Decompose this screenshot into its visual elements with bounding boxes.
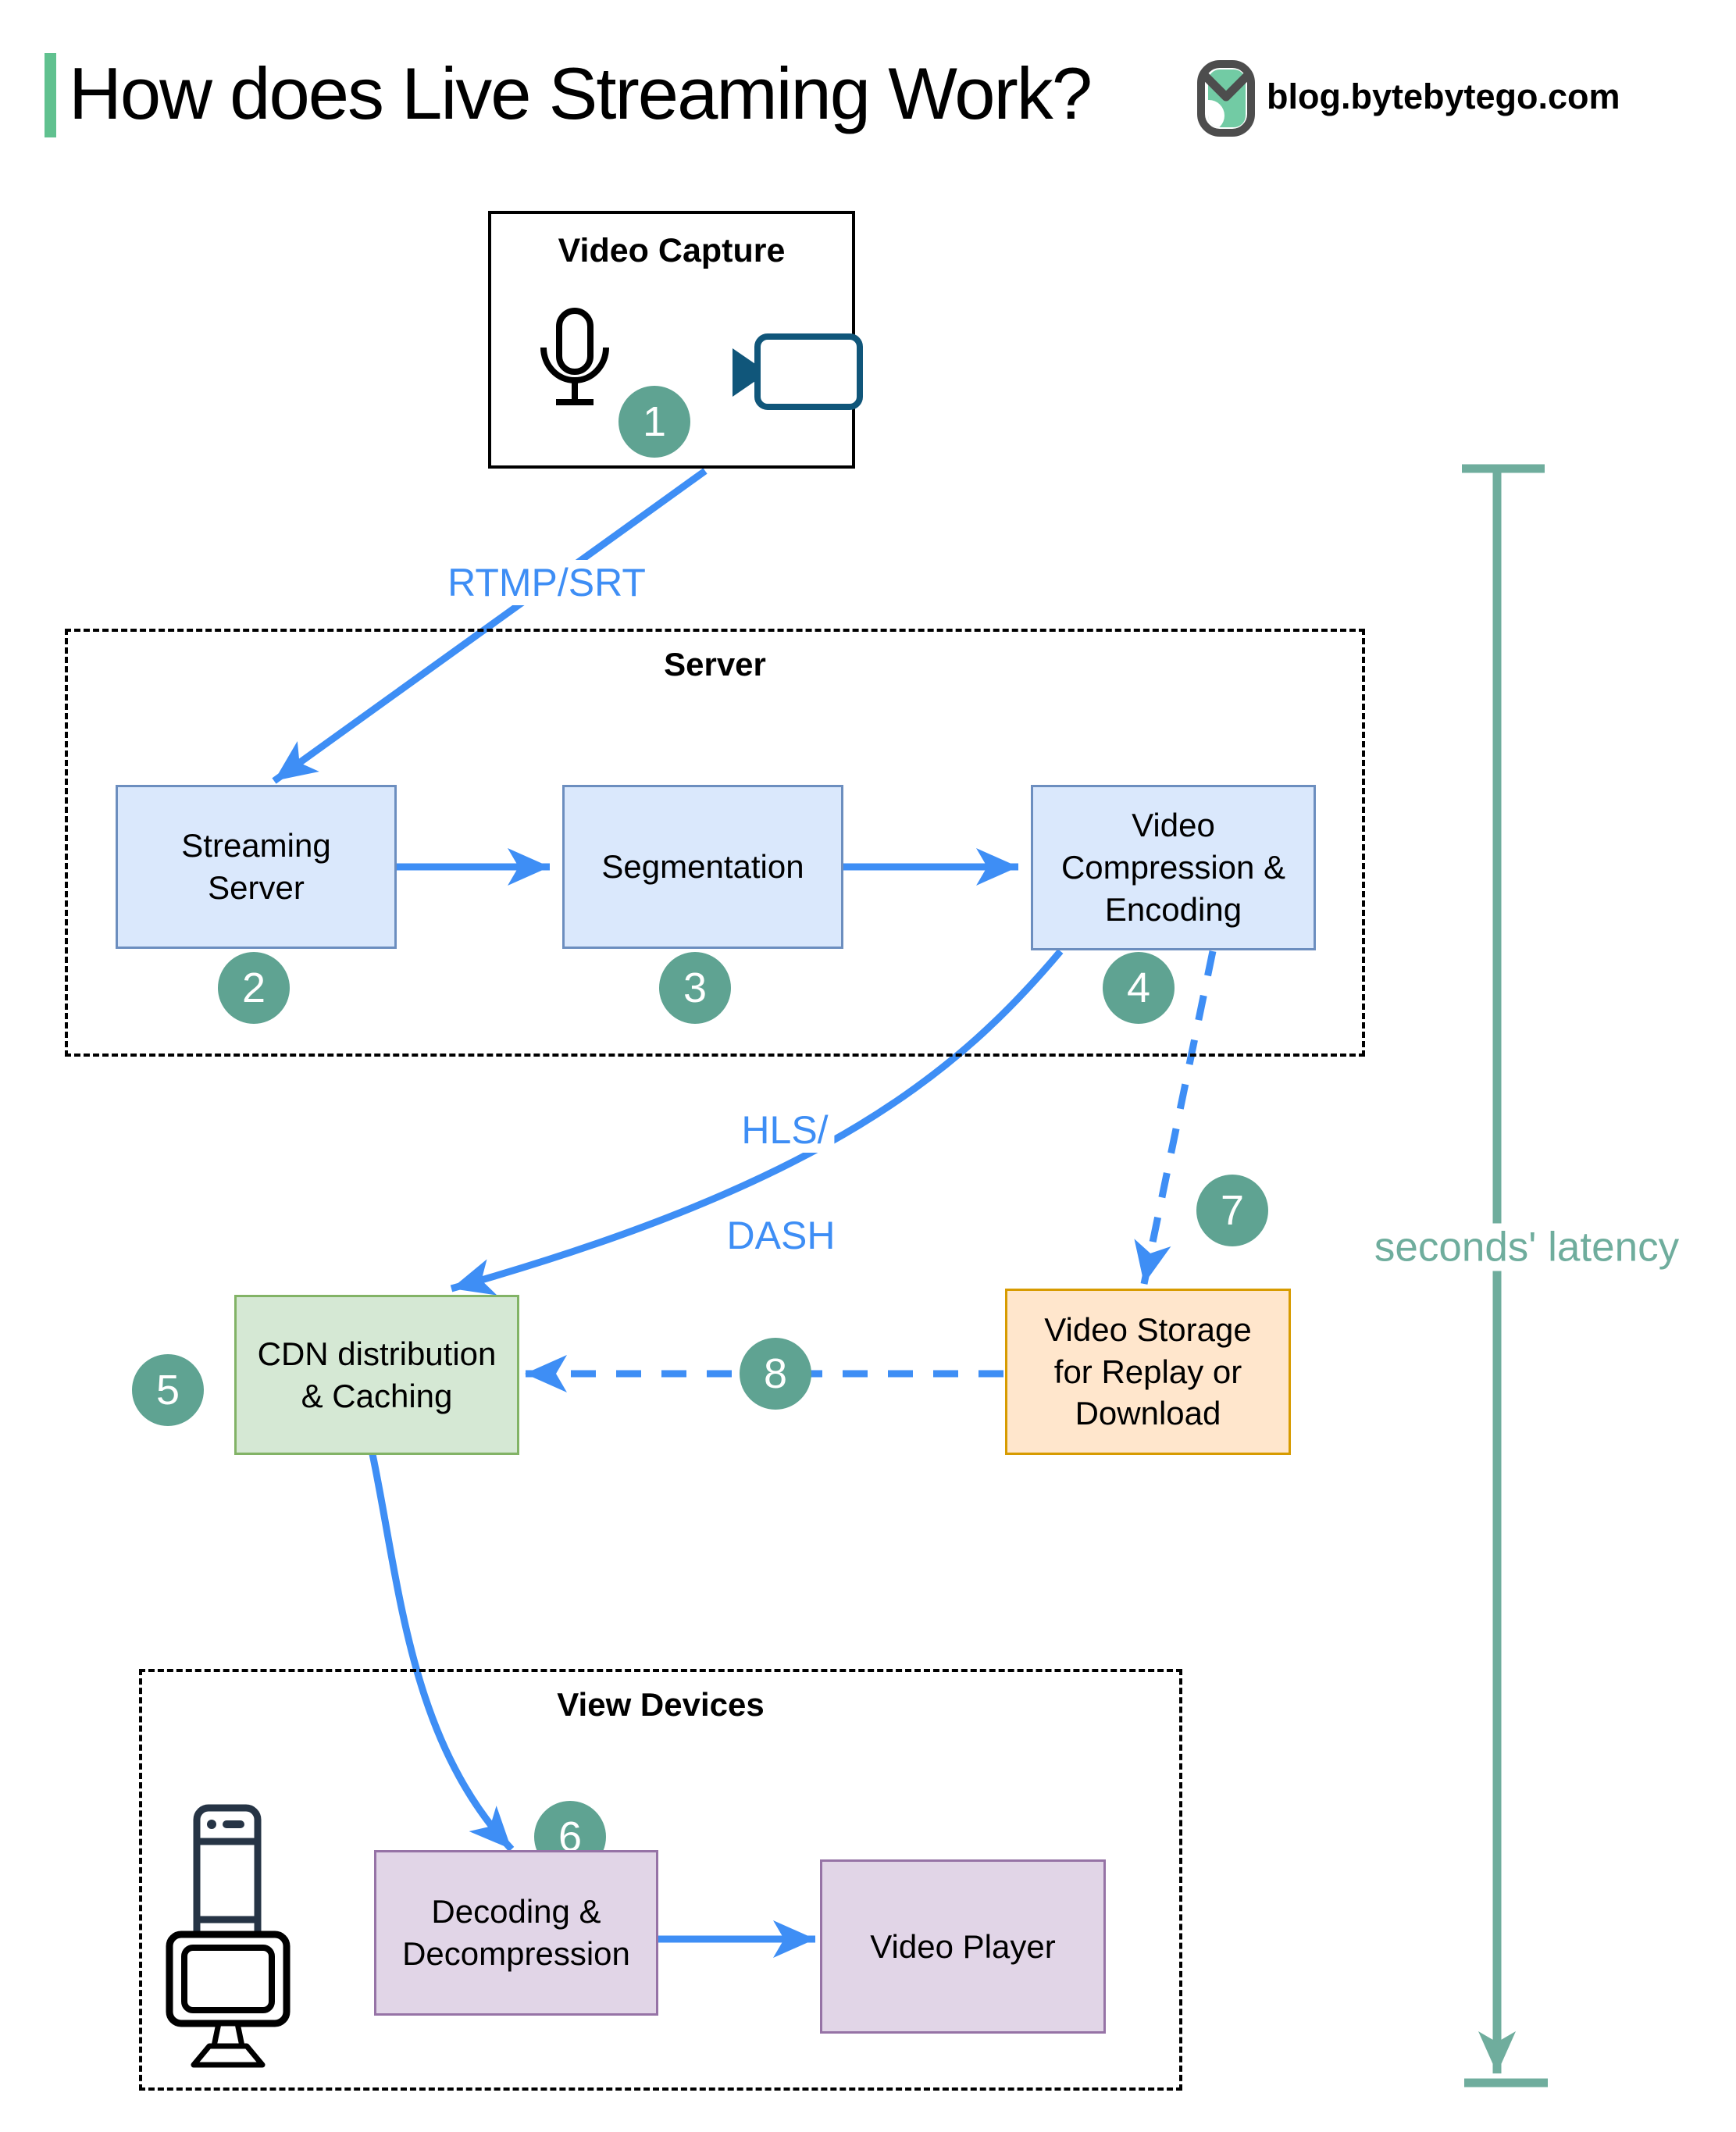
- decoding-label-line2: Decompression: [402, 1935, 630, 1972]
- bytebytego-logo-icon: [1197, 60, 1255, 137]
- video-camera-icon: [733, 333, 863, 410]
- node-streaming-server: Streaming Server: [116, 785, 397, 949]
- decoding-label-line1: Decoding &: [431, 1893, 601, 1931]
- edge-compression-to-storage-dashed: [1134, 950, 1217, 1285]
- node-cdn-distribution-caching: CDN distribution & Caching: [234, 1295, 519, 1455]
- streaming-server-label-line2: Server: [208, 869, 305, 906]
- title-accent-bar: [45, 53, 56, 137]
- ingest-protocol-label: RTMP/SRT: [441, 560, 652, 605]
- node-decoding-decompression: Decoding & Decompression: [374, 1850, 658, 2016]
- node-video-player: Video Player: [820, 1859, 1106, 2034]
- monitor-icon: [166, 1931, 291, 2068]
- edge-capture-to-streaming: [272, 468, 708, 784]
- video-capture-label: Video Capture: [558, 232, 786, 269]
- server-group-title: Server: [664, 646, 766, 683]
- delivery-protocol-label-line2: DASH: [720, 1213, 842, 1258]
- step-badge-4: 4: [1103, 952, 1175, 1024]
- edge-compression-to-cdn: [450, 949, 1064, 1296]
- storage-label-line1: Video Storage: [1044, 1310, 1252, 1348]
- group-server: Server: [65, 629, 1365, 1057]
- storage-label-line2: for Replay or: [1053, 1353, 1242, 1390]
- streaming-server-label-line1: Streaming: [181, 827, 331, 865]
- step-badge-2: 2: [218, 952, 290, 1024]
- site-url: blog.bytebytego.com: [1267, 77, 1620, 116]
- step-badge-3: 3: [659, 952, 731, 1024]
- compression-label-line2: Compression &: [1060, 849, 1286, 886]
- cdn-label-line1: CDN distribution: [257, 1335, 497, 1372]
- latency-label: seconds' latency: [1367, 1223, 1686, 1271]
- step-badge-1: 1: [618, 386, 690, 458]
- cdn-label-line2: & Caching: [301, 1377, 453, 1414]
- video-player-label: Video Player: [870, 1927, 1056, 1965]
- node-video-compression-encoding: Video Compression & Encoding: [1031, 785, 1316, 950]
- group-view-devices: View Devices: [139, 1669, 1182, 2091]
- segmentation-label: Segmentation: [601, 848, 804, 886]
- page-title: How does Live Streaming Work?: [69, 52, 1093, 134]
- view-devices-group-title: View Devices: [557, 1686, 765, 1723]
- step-badge-8: 8: [740, 1338, 811, 1410]
- compression-label-line1: Video: [1132, 807, 1215, 844]
- compression-label-line3: Encoding: [1104, 890, 1242, 928]
- edge-cdn-to-decoding: [369, 1453, 515, 1852]
- node-video-storage: Video Storage for Replay or Download: [1005, 1289, 1291, 1455]
- delivery-protocol-label-line1: HLS/: [735, 1107, 835, 1153]
- storage-label-line3: Download: [1075, 1395, 1221, 1432]
- step-badge-5: 5: [132, 1354, 204, 1426]
- microphone-icon: [540, 308, 609, 405]
- step-badge-7: 7: [1196, 1175, 1268, 1246]
- node-segmentation: Segmentation: [562, 785, 843, 949]
- smartphone-icon: [193, 1804, 262, 1951]
